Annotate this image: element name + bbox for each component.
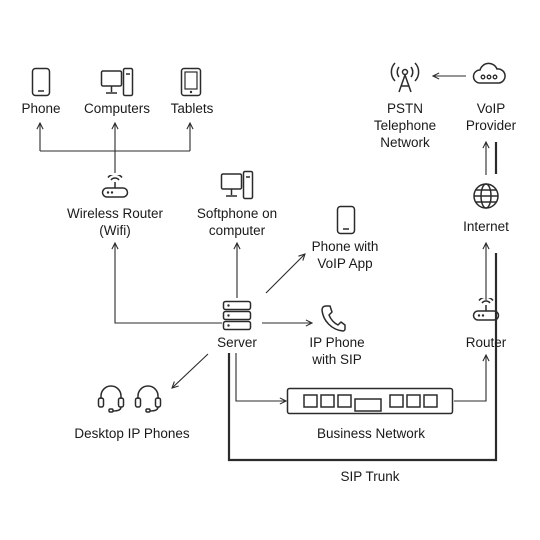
business-network-label: Business Network [316, 426, 426, 441]
connector-server-business-network [235, 353, 286, 401]
antenna-tower-icon [390, 62, 420, 93]
tablets-label: Tablets [170, 101, 214, 116]
connector-business-network-router [454, 355, 486, 402]
sip-trunk-label: SIP Trunk [340, 469, 400, 484]
server-label: Server [217, 335, 257, 350]
pstn-label: PSTN Telephone Network [373, 101, 437, 150]
internet-label: Internet [463, 219, 509, 234]
voip-provider-label: VoIP Provider [465, 101, 517, 133]
wifi-router-icon [101, 175, 129, 198]
router-icon [472, 298, 500, 321]
router-label: Router [465, 335, 507, 350]
globe-icon [473, 183, 499, 209]
smartphone-icon [31, 67, 51, 97]
computers-icon [100, 67, 134, 97]
computers-label: Computers [83, 101, 151, 116]
phone-label: Phone [21, 101, 61, 116]
headset-icon [97, 385, 125, 413]
connector-server-voip-app [265, 254, 305, 294]
handset-icon [321, 305, 346, 332]
ip-phone-label: IP Phone with SIP [309, 335, 365, 367]
tablet-icon [180, 67, 202, 97]
headset-icon [134, 385, 162, 413]
cloud-icon [472, 62, 506, 84]
server-icon [222, 300, 252, 331]
wireless-router-label: Wireless Router (Wifi) [66, 206, 164, 238]
connector-server-desktop-phones [172, 353, 209, 388]
computer-icon [220, 170, 254, 200]
connector-server-wireless-router [115, 243, 222, 324]
desktop-ip-phones-label: Desktop IP Phones [74, 426, 190, 441]
smartphone-icon [336, 205, 356, 235]
sip-trunk-line [227, 253, 498, 462]
network-switch-icon [286, 387, 454, 415]
phone-voip-app-label: Phone with VoIP App [311, 239, 379, 271]
softphone-label: Softphone on computer [196, 206, 278, 238]
